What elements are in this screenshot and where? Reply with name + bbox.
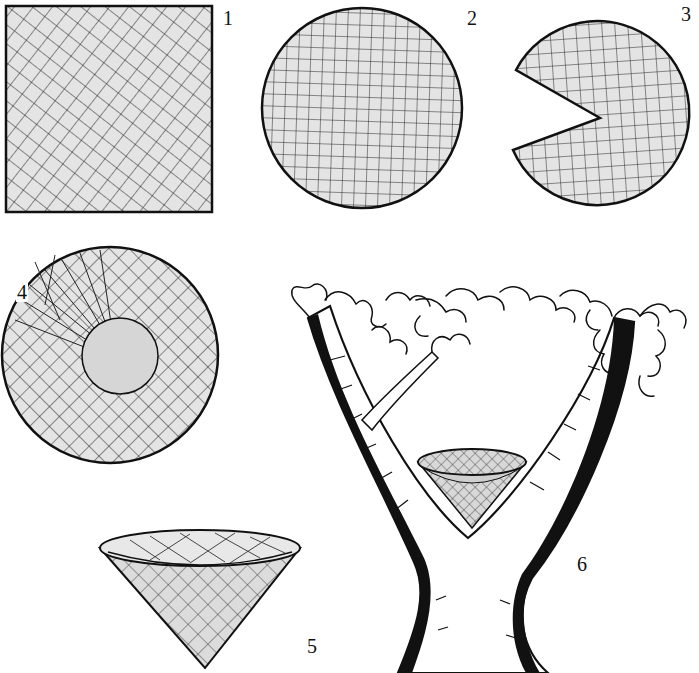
callout-number: 3 bbox=[680, 4, 692, 24]
callout-number: 4 bbox=[16, 282, 28, 302]
callout-number: 5 bbox=[306, 636, 318, 656]
callout-number: 6 bbox=[576, 554, 588, 574]
callout-number: 2 bbox=[466, 8, 478, 28]
callout-number: 1 bbox=[222, 8, 234, 28]
